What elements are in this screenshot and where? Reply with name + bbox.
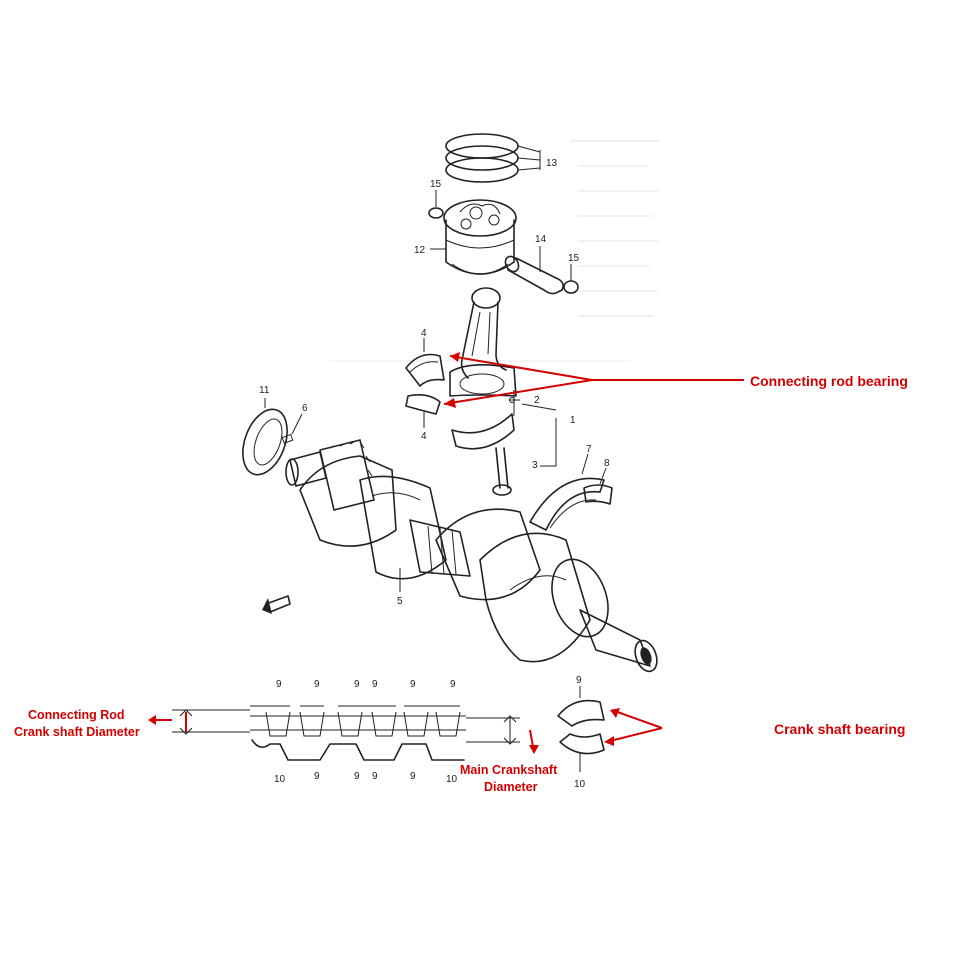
thrust-washers	[529, 453, 613, 531]
label-9: 9	[354, 679, 360, 690]
callout-labels: Connecting rod bearing Crank shaft beari…	[14, 373, 908, 794]
label-11: 11	[259, 385, 270, 396]
bearing-selection-strip	[172, 705, 520, 761]
label-9: 9	[410, 771, 416, 782]
piston-pin	[504, 246, 564, 295]
label-10: 10	[274, 774, 286, 785]
label-9: 9	[372, 679, 378, 690]
main-diameter-callout-line1: Main Crankshaft	[460, 763, 558, 777]
circlip-left	[428, 190, 444, 219]
part-number-labels: 13 15 12 14 15 4 4 11 6 2 1 3 7 8 5 9 9 …	[259, 158, 610, 790]
label-1: 1	[570, 415, 576, 426]
label-10-crank-bearing: 10	[574, 779, 586, 790]
crankshaft	[285, 439, 658, 673]
label-2: 2	[534, 395, 540, 406]
label-8: 8	[604, 458, 610, 469]
front-direction-marker	[262, 595, 291, 614]
oil-seal	[242, 398, 303, 476]
label-9: 9	[354, 771, 360, 782]
rod-diameter-callout-line1: Connecting Rod	[28, 708, 125, 722]
label-6: 6	[302, 403, 308, 414]
label-15-right: 15	[568, 253, 580, 264]
label-12: 12	[414, 245, 426, 256]
label-4-top: 4	[421, 328, 427, 339]
label-14: 14	[535, 234, 547, 245]
label-5: 5	[397, 596, 403, 607]
label-9: 9	[372, 771, 378, 782]
connecting-rod	[449, 287, 517, 450]
label-15-left: 15	[430, 179, 442, 190]
rod-bolt	[492, 397, 557, 496]
label-9-crank-bearing: 9	[576, 675, 582, 686]
circlip-right	[563, 264, 579, 294]
piston	[430, 199, 517, 275]
rod-diameter-callout-line2: Crank shaft Diameter	[14, 725, 140, 739]
label-9: 9	[410, 679, 416, 690]
label-7: 7	[586, 444, 592, 455]
label-3: 3	[532, 460, 538, 471]
main-diameter-callout-line2: Diameter	[484, 780, 538, 794]
label-9: 9	[314, 771, 320, 782]
background-parts-list	[330, 140, 660, 362]
connecting-rod-bearing-shells	[405, 338, 445, 428]
label-9: 9	[314, 679, 320, 690]
label-13: 13	[546, 158, 558, 169]
annotation-leaders	[148, 352, 744, 754]
label-9: 9	[450, 679, 456, 690]
crank-shaft-bearing-shells	[557, 686, 605, 772]
label-10: 10	[446, 774, 458, 785]
piston-rings	[445, 133, 541, 183]
label-4-bottom: 4	[421, 431, 427, 442]
label-9: 9	[276, 679, 282, 690]
connecting-rod-bearing-callout: Connecting rod bearing	[750, 373, 908, 389]
crank-shaft-bearing-callout: Crank shaft bearing	[774, 721, 905, 737]
